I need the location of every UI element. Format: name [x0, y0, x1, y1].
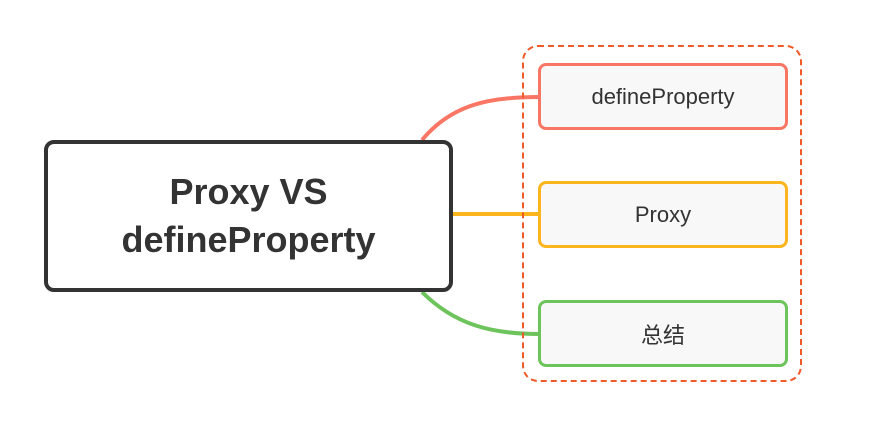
child-node-summary[interactable]: 总结 — [538, 300, 788, 367]
child-node-proxy[interactable]: Proxy — [538, 181, 788, 248]
child-label-summary: 总结 — [640, 323, 685, 349]
child-label-proxy: Proxy — [634, 201, 692, 227]
root-node[interactable]: Proxy VS defineProperty — [44, 140, 453, 292]
child-label-defineproperty: defineProperty — [591, 83, 735, 109]
children-group-box — [522, 45, 802, 382]
root-title: Proxy VS defineProperty — [121, 171, 376, 260]
child-node-defineproperty[interactable]: defineProperty — [538, 63, 788, 130]
